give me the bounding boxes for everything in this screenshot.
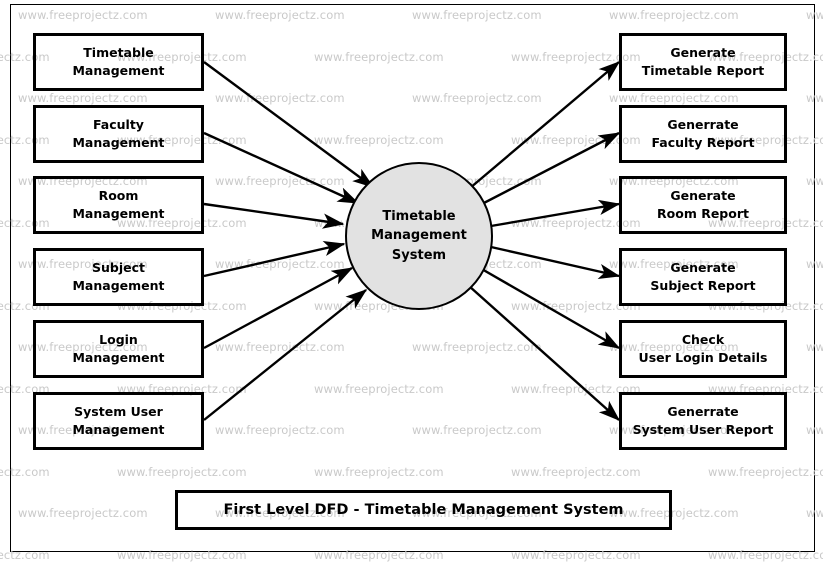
entity-generate-faculty-report[interactable]: Generrate Faculty Report bbox=[619, 105, 787, 163]
diagram-caption: First Level DFD - Timetable Management S… bbox=[175, 490, 672, 530]
flow-in-4 bbox=[203, 241, 346, 278]
watermark-text: www.freeprojectz.com bbox=[806, 340, 823, 354]
watermark-text: www.freeprojectz.com bbox=[806, 174, 823, 188]
watermark-text: www.freeprojectz.com bbox=[314, 132, 444, 147]
watermark-text: www.freeprojectz.com bbox=[806, 257, 823, 271]
flow-out-2 bbox=[479, 131, 621, 207]
watermark-text: www.freeprojectz.com bbox=[412, 8, 542, 22]
watermark-text: www.freeprojectz.com bbox=[314, 49, 444, 64]
entity-system-user-management[interactable]: System User Management bbox=[33, 392, 204, 450]
watermark-text: www.freeprojectz.com bbox=[412, 340, 542, 354]
flow-out-4 bbox=[490, 245, 621, 280]
diagram-title: First Level DFD - Timetable Management S… bbox=[223, 502, 624, 518]
flow-in-3 bbox=[203, 202, 345, 229]
entity-faculty-management[interactable]: Faculty Management bbox=[33, 105, 204, 163]
watermark-text: www.freeprojectz.com bbox=[511, 464, 641, 479]
entity-label: Generrate Faculty Report bbox=[651, 116, 755, 150]
watermark-text: www.freeprojectz.com bbox=[18, 91, 148, 105]
entity-generate-system-user-report[interactable]: Generrate System User Report bbox=[619, 392, 787, 450]
entity-generate-subject-report[interactable]: Generate Subject Report bbox=[619, 248, 787, 306]
watermark-text: www.freeprojectz.com bbox=[215, 340, 345, 354]
process-label: Timetable Management System bbox=[371, 208, 467, 263]
watermark-text: www.freeprojectz.com bbox=[511, 547, 641, 562]
watermark-text: www.freeprojectz.com bbox=[215, 257, 345, 271]
flow-in-2 bbox=[203, 131, 360, 205]
watermark-text: www.freeprojectz.com bbox=[412, 91, 542, 105]
entity-timetable-management[interactable]: Timetable Management bbox=[33, 33, 204, 91]
watermark-text: www.freeprojectz.com bbox=[117, 547, 247, 562]
entity-generate-timetable-report[interactable]: Generate Timetable Report bbox=[619, 33, 787, 91]
watermark-text: www.freeprojectz.com bbox=[708, 547, 823, 562]
watermark-text: www.freeprojectz.com bbox=[609, 91, 739, 105]
entity-generate-room-report[interactable]: Generate Room Report bbox=[619, 176, 787, 234]
watermark-text: www.freeprojectz.com bbox=[806, 8, 823, 22]
watermark-text: www.freeprojectz.com bbox=[314, 381, 444, 396]
entity-label: Generate Subject Report bbox=[650, 259, 756, 293]
entity-label: Room Management bbox=[72, 187, 165, 221]
entity-login-management[interactable]: Login Management bbox=[33, 320, 204, 378]
watermark-text: www.freeprojectz.com bbox=[806, 506, 823, 520]
watermark-text: www.freeprojectz.com bbox=[18, 506, 148, 520]
entity-label: System User Management bbox=[72, 403, 165, 437]
watermark-text: www.freeprojectz.com bbox=[0, 547, 50, 562]
entity-label: Timetable Management bbox=[72, 44, 165, 78]
watermark-text: www.freeprojectz.com bbox=[117, 464, 247, 479]
watermark-text: www.freeprojectz.com bbox=[18, 8, 148, 22]
entity-label: Generrate System User Report bbox=[632, 403, 774, 437]
flow-in-6 bbox=[203, 289, 368, 421]
watermark-text: www.freeprojectz.com bbox=[314, 547, 444, 562]
watermark-text: www.freeprojectz.com bbox=[215, 174, 345, 188]
entity-label: Login Management bbox=[72, 331, 165, 365]
watermark-text: www.freeprojectz.com bbox=[314, 464, 444, 479]
watermark-text: www.freeprojectz.com bbox=[708, 464, 823, 479]
entity-label: Generate Timetable Report bbox=[641, 44, 765, 78]
entity-label: Generate Room Report bbox=[657, 187, 749, 221]
flow-in-5 bbox=[203, 266, 354, 350]
entity-label: Subject Management bbox=[72, 259, 165, 293]
watermark-text: www.freeprojectz.com bbox=[412, 423, 542, 437]
flow-out-6 bbox=[468, 285, 621, 421]
flow-out-1 bbox=[469, 61, 621, 189]
watermark-text: www.freeprojectz.com bbox=[806, 423, 823, 437]
entity-room-management[interactable]: Room Management bbox=[33, 176, 204, 234]
entity-label: Check User Login Details bbox=[638, 331, 768, 365]
flow-out-5 bbox=[479, 266, 621, 350]
flow-out-3 bbox=[490, 199, 621, 228]
watermark-text: www.freeprojectz.com bbox=[215, 8, 345, 22]
watermark-text: www.freeprojectz.com bbox=[806, 91, 823, 105]
entity-label: Faculty Management bbox=[72, 116, 165, 150]
entity-subject-management[interactable]: Subject Management bbox=[33, 248, 204, 306]
flow-in-1 bbox=[203, 61, 375, 188]
watermark-text: www.freeprojectz.com bbox=[609, 8, 739, 22]
process-timetable-management-system[interactable]: Timetable Management System bbox=[345, 162, 493, 310]
watermark-text: www.freeprojectz.com bbox=[215, 91, 345, 105]
entity-check-user-login-details[interactable]: Check User Login Details bbox=[619, 320, 787, 378]
watermark-text: www.freeprojectz.com bbox=[0, 464, 50, 479]
watermark-text: www.freeprojectz.com bbox=[215, 423, 345, 437]
